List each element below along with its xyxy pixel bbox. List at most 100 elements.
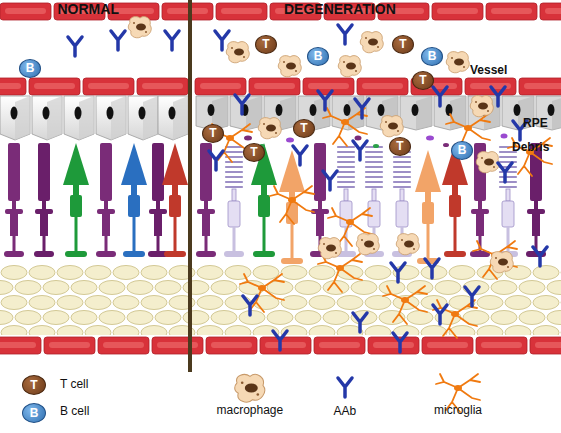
macrophage <box>338 56 361 77</box>
t-cell: T <box>243 143 265 162</box>
cell-letter: T <box>396 140 403 152</box>
vessel-cell <box>476 337 527 354</box>
cone-cell <box>63 143 89 257</box>
vessel-cell <box>0 3 51 20</box>
vessel-cell <box>357 78 408 95</box>
legend-entry: macrophage <box>217 403 284 417</box>
rpe-cell <box>158 96 188 140</box>
macrophage <box>318 238 341 259</box>
antibody <box>209 151 223 170</box>
microglia <box>508 138 552 176</box>
photoreceptor-layer <box>4 143 546 264</box>
antibody <box>353 313 367 332</box>
microglia <box>383 286 427 324</box>
vessel-cell <box>314 337 365 354</box>
antibody <box>533 247 547 266</box>
debris-fragment <box>373 144 379 148</box>
legend-antibody <box>338 378 352 397</box>
rpe-cell <box>230 96 262 130</box>
cell-letter: T <box>419 74 426 86</box>
macrophage <box>470 96 493 117</box>
legend-entry: T cell <box>60 377 88 391</box>
microglia <box>240 274 284 312</box>
rpe-cell <box>64 96 94 140</box>
debris-fragment <box>443 143 449 147</box>
debris-fragment <box>501 134 508 139</box>
t-cell: T <box>255 35 277 54</box>
legend-macrophage <box>235 374 265 402</box>
legend-sample-letter: B <box>30 407 39 419</box>
debris-fragment <box>355 136 362 141</box>
debris-fragment <box>286 138 294 143</box>
vessel-cell <box>249 78 300 95</box>
cell-letter: T <box>209 127 216 139</box>
vessel-cell <box>530 337 561 354</box>
rod-cell <box>148 143 168 257</box>
antibody <box>318 91 332 110</box>
macrophage <box>226 42 249 63</box>
vessel-cell <box>432 3 483 20</box>
macrophage <box>446 52 469 73</box>
macrophage <box>278 56 301 77</box>
vessel-cell <box>422 337 473 354</box>
macrophage <box>258 118 281 139</box>
vessel-cell <box>162 3 213 20</box>
panel-heading: DEGENERATION <box>284 1 396 17</box>
antibody <box>323 171 337 190</box>
cell-letter: T <box>399 38 406 50</box>
t-cell: T <box>392 35 414 54</box>
cone-cell <box>162 143 188 257</box>
vessel-cell <box>195 78 246 95</box>
cell-letter: B <box>26 62 35 74</box>
macrophage <box>380 116 403 137</box>
rod-cell <box>34 143 54 257</box>
cell-letter: T <box>262 38 269 50</box>
antibody <box>355 99 369 118</box>
antibody <box>498 163 512 182</box>
b-cell: B <box>421 47 443 66</box>
rod-cell <box>196 143 216 257</box>
rod-cell <box>526 143 546 257</box>
layer-label: RPE <box>523 116 548 130</box>
vessel-cell <box>152 337 203 354</box>
microglia-group <box>208 108 552 338</box>
cell-letter: T <box>250 146 257 158</box>
vessel-cell <box>368 337 419 354</box>
vessel-cell <box>486 3 537 20</box>
antibody-group <box>68 25 547 352</box>
debris-fragment <box>426 136 434 141</box>
legend-sample: B <box>22 403 46 423</box>
vessel-cell <box>0 78 26 95</box>
legend-entry: B cell <box>60 404 89 418</box>
b-cell: B <box>451 141 473 160</box>
vessel-cell <box>83 78 134 95</box>
cone-cell <box>442 143 468 257</box>
vessel-cell <box>44 337 95 354</box>
legend-text: microglia <box>434 403 482 417</box>
antibody <box>465 287 479 306</box>
rod-cell <box>4 143 24 257</box>
antibody <box>68 37 82 56</box>
layer-label: Debris <box>512 140 549 154</box>
rpe-cell <box>0 96 30 140</box>
antibody <box>165 31 179 50</box>
antibody <box>243 296 257 315</box>
rpe-cell <box>96 96 126 140</box>
legend-entry: AAb <box>334 404 357 418</box>
degenerating-rod <box>224 147 244 257</box>
vessel-cell <box>303 78 354 95</box>
antibody <box>391 263 405 282</box>
microglia <box>270 186 314 224</box>
antibody <box>491 87 505 106</box>
cell-letter: B <box>458 144 467 156</box>
antibody <box>393 333 407 352</box>
antibody <box>338 25 352 44</box>
panel-heading: NORMAL <box>58 1 119 17</box>
rod-cell <box>96 143 116 257</box>
macrophage <box>360 32 383 53</box>
rpe-cell <box>400 96 432 130</box>
legend-text: B cell <box>60 404 89 418</box>
b-cell: B <box>19 59 41 78</box>
vessel-cell <box>98 337 149 354</box>
legend-sample-letter: T <box>30 379 37 391</box>
